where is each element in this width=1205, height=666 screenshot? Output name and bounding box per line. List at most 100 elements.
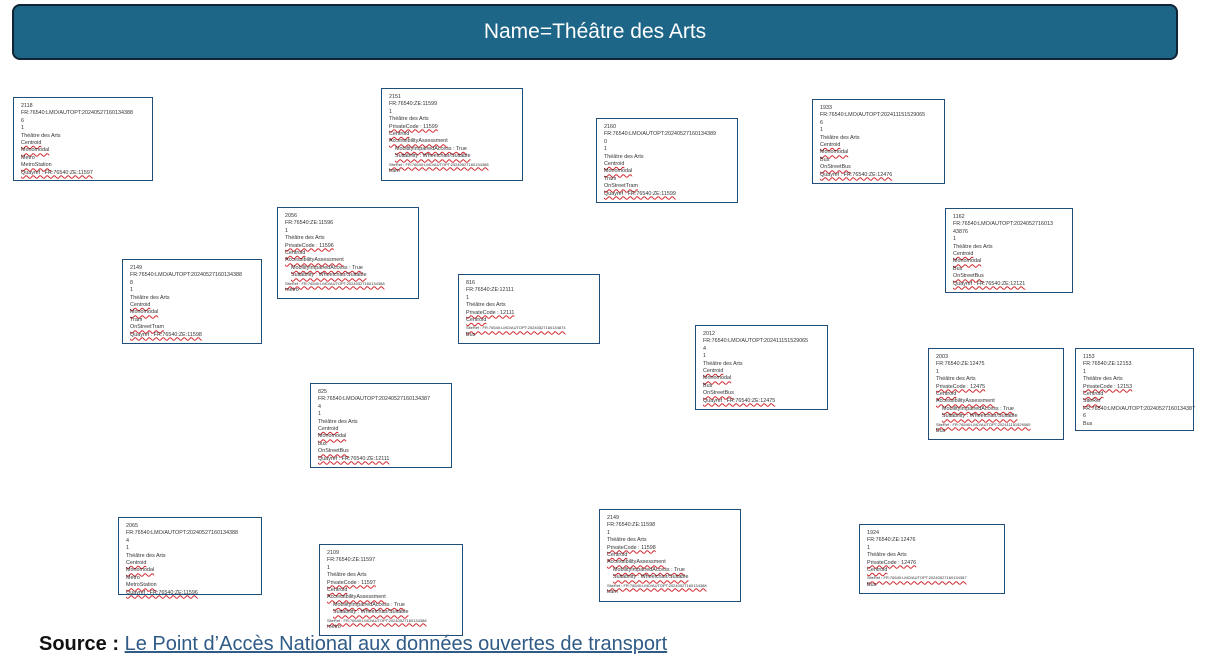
node-line: FR:76540:LMO/AUTOPT:202411151529065 — [703, 338, 809, 345]
node-line: Centroid — [318, 426, 339, 433]
node-line: Quayref : FR:76540:ZE:12476 — [820, 171, 893, 178]
node-line: 4 — [318, 403, 321, 410]
node-line: 6 — [820, 119, 823, 126]
node-line: PrivateCode : 11597 — [327, 579, 376, 586]
node-line: Centroid — [953, 251, 974, 258]
node-line: FR:76540:ZE:11599 — [389, 101, 438, 108]
node-line: Centroid — [466, 317, 487, 324]
node-line: 4 — [703, 345, 706, 352]
node-line: 2118 — [21, 103, 33, 109]
node-line: 1 — [327, 564, 330, 571]
node-line: 1 — [130, 287, 133, 294]
node-line: Monomodal — [21, 147, 50, 154]
node-line: Théâtre des Arts — [327, 572, 367, 579]
node-line: Centroid — [607, 552, 628, 559]
node-line: SiteRef — [1083, 398, 1101, 405]
node-line: Bus — [1083, 420, 1093, 427]
node-line: FR:76540:LMO/AUTOPT:20240527160134387 — [1083, 405, 1195, 412]
node-line: FR:76540:LMO/AUTOPT:20240527160134388 — [130, 272, 242, 279]
node-line: 2149 — [607, 515, 619, 521]
node-line: MobilityImpairedAccess : True — [333, 601, 405, 608]
node-line: FR:76540:ZE:11597 — [327, 557, 376, 564]
node-line: 2056 — [285, 213, 297, 219]
node-line: Théâtre des Arts — [604, 153, 644, 160]
node-line: MobilityImpairedAccess : True — [291, 264, 363, 271]
source-caption: Source : Le Point d’Accès National aux d… — [39, 633, 667, 656]
node-line: 2149 — [130, 265, 142, 271]
node-line: AccessibilityAssessment — [285, 257, 344, 264]
node-line: MetroStation — [21, 162, 52, 169]
node-line: metro — [285, 287, 299, 294]
node-line: MobilityImpairedAccess : True — [942, 405, 1014, 412]
node-line: 8 — [130, 279, 133, 286]
node-line: OnStreetTram — [130, 324, 164, 331]
node-line: Centroid — [327, 587, 348, 594]
node-line: Quayref : FR:76540:ZE:11599 — [604, 190, 676, 197]
source-link[interactable]: Le Point d’Accès National aux données ou… — [124, 633, 668, 655]
node-line: Théâtre des Arts — [703, 360, 743, 367]
node-line: SiteRef : FR:76540:LMO/AUTOPT:2024052716… — [327, 617, 427, 623]
node-line: Tram — [130, 316, 143, 323]
node-line: SiteRef : FR:76540:LMO/AUTOPT:2024052716… — [285, 280, 385, 286]
node-line: FR:76540:ZE:12475 — [936, 361, 985, 368]
node-line: Quayref : FR:76540:ZE:11597 — [21, 169, 93, 176]
node-line: FR:76540:LMO/AUTOPT:20240527160134387 — [318, 396, 430, 403]
node-line: FR:76540:ZE:12153 — [1083, 361, 1132, 368]
node-line: Centroid — [867, 567, 888, 574]
node-line: OnStreetBus — [703, 390, 734, 397]
node-line: 1 — [389, 108, 392, 115]
node-line: bus — [318, 440, 327, 447]
node-line: PrivateCode : 12476 — [867, 559, 917, 566]
node-line: 1 — [936, 368, 939, 375]
node-line: Quayref : FR:76540:ZE:12475 — [703, 397, 776, 404]
node-line: Monomodal — [953, 258, 982, 265]
node-line: FR:76540:LMO/AUTOPT:20240527160134388 — [126, 530, 238, 537]
node-line: Centroid — [820, 142, 841, 149]
node-line: Bus — [466, 331, 476, 338]
node-line: 1933 — [820, 105, 832, 111]
node-line: Centroid — [126, 560, 147, 567]
node-line: Monomodal — [703, 375, 732, 382]
node-line: 1 — [285, 227, 288, 234]
node-line: 1 — [318, 411, 321, 418]
node-line: PrivateCode : 11599 — [389, 123, 438, 130]
node-line: 1153 — [1083, 354, 1095, 360]
node-line: AccessibilityAssessment — [607, 559, 666, 566]
node-line: Monomodal — [130, 309, 159, 316]
node-line: SiteRef : FR:76540:LMO/AUTOPT:2024052716… — [389, 161, 489, 167]
node-line: PrivateCode : 12153 — [1083, 383, 1133, 390]
node-line: 1 — [607, 529, 610, 536]
node-line: Théâtre des Arts — [936, 376, 976, 383]
node-line: Bus — [953, 265, 963, 272]
node-line: 1 — [21, 125, 24, 132]
node-line: Théâtre des Arts — [318, 418, 358, 425]
node-line: 2151 — [389, 94, 401, 100]
node-line: 1 — [466, 294, 469, 301]
node-line: PrivateCode : 11596 — [285, 242, 334, 249]
node-line: FR:76540:ZE:12476 — [867, 537, 916, 544]
node-line: Théâtre des Arts — [867, 552, 907, 559]
node-line: FR:76540:LMO/AUTOPT:202411151529065 — [820, 112, 926, 119]
node-line: 2065 — [126, 523, 138, 529]
node-line: SiteRef : FR:76540:LMO/AUTOPT:2024052716… — [867, 575, 967, 581]
node-line: Quayref : FR:76540:ZE:12121 — [953, 280, 1026, 287]
node-line: 1 — [867, 544, 870, 551]
node-line: FR:76540:ZE:11598 — [607, 522, 656, 529]
node-line: AccessibilityAssessment — [936, 398, 995, 405]
node-line: OnStreetBus — [318, 448, 349, 455]
node-line: 1 — [953, 236, 956, 243]
node-line: Monomodal — [820, 149, 849, 156]
node-line: PrivateCode : 12475 — [936, 383, 986, 390]
node-line: Suitability : Wheelchair/Suitable — [942, 413, 1018, 420]
node-line: 6 — [1083, 413, 1086, 420]
node-line: 1 — [604, 146, 607, 153]
node-line: Théâtre des Arts — [607, 537, 647, 544]
node-line: Quayref : FR:76540:ZE:11598 — [130, 331, 202, 338]
node-line: 1 — [703, 353, 706, 360]
